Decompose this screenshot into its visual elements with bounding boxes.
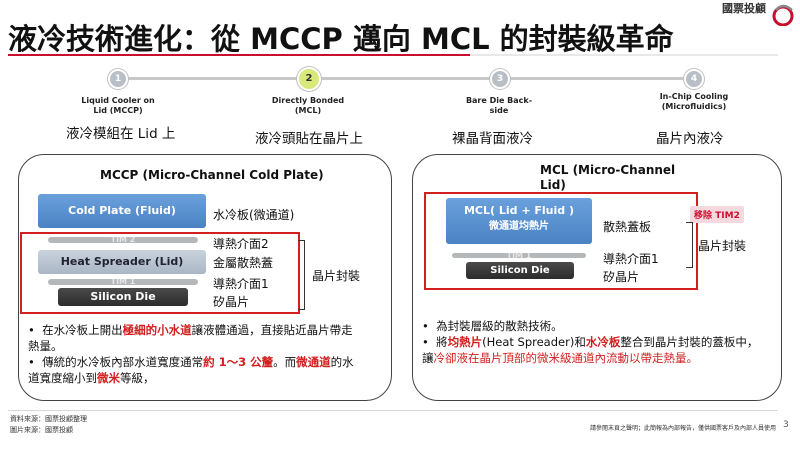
mcl-package-label: 晶片封裝 bbox=[698, 239, 747, 253]
brand-name: 國票投顧 bbox=[722, 2, 766, 15]
mcl-die-label: 矽晶片 bbox=[603, 270, 640, 284]
timeline-step-2-zh: 液冷頭貼在晶片上 bbox=[255, 131, 363, 147]
timeline-step-1-zh: 液冷模組在 Lid 上 bbox=[66, 126, 176, 142]
mcl-package-highlight bbox=[424, 192, 698, 290]
mcl-title: MCL (Micro-Channel Lid) bbox=[540, 163, 676, 192]
mccp-package-bracket bbox=[298, 240, 305, 310]
footer-source-image: 圖片來源：國票投顧 bbox=[10, 426, 73, 434]
mccp-bullet-2: • 傳統的水冷板內部水道寬度通常約 1～3 公釐。而微通道的水道寬度縮小到微米等… bbox=[28, 355, 354, 385]
mcl-lid-line1: MCL( Lid + Fluid ) bbox=[463, 204, 575, 217]
timeline-step-4-label: In-Chip Cooling (Microfluidics) bbox=[659, 92, 729, 111]
mccp-bullets: • 在水冷板上開出極細的小水道讓液體通過，直接貼近晶片帶走熱量。 • 傳統的水冷… bbox=[28, 322, 364, 386]
mcl-remove-tim2-tag: 移除 TIM2 bbox=[690, 206, 744, 223]
mccp-tim2-label: 導熱介面2 bbox=[213, 237, 269, 251]
footer-disclaimer: 請參閱末頁之聲明；此簡報為內部報告，僅供國票客戶及內部人員使用 bbox=[590, 425, 777, 432]
mcl-tim1-label: 導熱介面1 bbox=[603, 252, 659, 266]
page-number: 3 bbox=[783, 420, 789, 430]
mccp-tim1-label: 導熱介面1 bbox=[213, 277, 269, 291]
mccp-tim2: TIM 2 bbox=[48, 237, 198, 243]
header-divider bbox=[8, 54, 778, 56]
timeline-step-3-dot: 3 bbox=[490, 69, 510, 89]
timeline-step-3-label: Bare Die Back-side bbox=[465, 96, 533, 115]
mccp-silicon-die: Silicon Die bbox=[58, 288, 188, 306]
mccp-tim1: TIM 1 bbox=[48, 279, 198, 285]
mccp-cold-plate: Cold Plate (Fluid) bbox=[38, 194, 206, 228]
mcl-bullet-1: • 為封裝層級的散熱技術。 bbox=[422, 319, 563, 333]
mcl-lid-line2: 微通道均熱片 bbox=[489, 221, 549, 232]
mcl-silicon-die: Silicon Die bbox=[466, 262, 574, 279]
footer-source-data: 資料來源：國票投顧整理 bbox=[10, 415, 87, 423]
timeline-step-4-dot: 4 bbox=[684, 69, 704, 89]
mcl-bullets: • 為封裝層級的散熱技術。 • 將均熱片(Heat Spreader)和水冷板整… bbox=[422, 318, 762, 366]
brand-swirl-logo-icon bbox=[772, 4, 794, 26]
mccp-bullet-1: • 在水冷板上開出極細的小水道讓液體通過，直接貼近晶片帶走熱量。 bbox=[28, 323, 353, 353]
mcl-panel bbox=[412, 154, 782, 401]
timeline-step-2-dot: 2 bbox=[297, 67, 321, 91]
timeline-step-1-label: Liquid Cooler on Lid (MCCP) bbox=[81, 96, 155, 115]
mccp-cold-plate-label: 水冷板(微通道) bbox=[213, 208, 295, 222]
mcl-tim1: TIM 1 bbox=[452, 253, 586, 258]
timeline-step-2-label: Directly Bonded (MCL) bbox=[271, 96, 345, 115]
mcl-package-bracket bbox=[686, 222, 693, 268]
mccp-package-label: 晶片封裝 bbox=[312, 269, 361, 283]
timeline-step-3-zh: 裸晶背面液冷 bbox=[452, 131, 533, 147]
mcl-bullet-2: • 將均熱片(Heat Spreader)和水冷板整合到晶片封裝的蓋板中，讓冷卻… bbox=[422, 335, 759, 365]
mcl-lid: MCL( Lid + Fluid ) 微通道均熱片 bbox=[446, 198, 592, 244]
mccp-title: MCCP (Micro-Channel Cold Plate) bbox=[100, 168, 324, 182]
mccp-package-highlight bbox=[20, 232, 300, 314]
timeline-track bbox=[118, 77, 694, 80]
mccp-heat-spreader: Heat Spreader (Lid) bbox=[38, 250, 206, 274]
mccp-die-label: 矽晶片 bbox=[213, 295, 250, 309]
timeline-step-4-zh: 晶片內液冷 bbox=[656, 131, 724, 147]
timeline-step-1-dot: 1 bbox=[108, 69, 128, 89]
page-title: 液冷技術進化：從 MCCP 邁向 MCL 的封裝級革命 bbox=[8, 22, 674, 56]
footer-divider bbox=[8, 410, 778, 411]
mcl-lid-label: 散熱蓋板 bbox=[603, 220, 652, 234]
mccp-spreader-label: 金屬散熱蓋 bbox=[213, 256, 274, 270]
